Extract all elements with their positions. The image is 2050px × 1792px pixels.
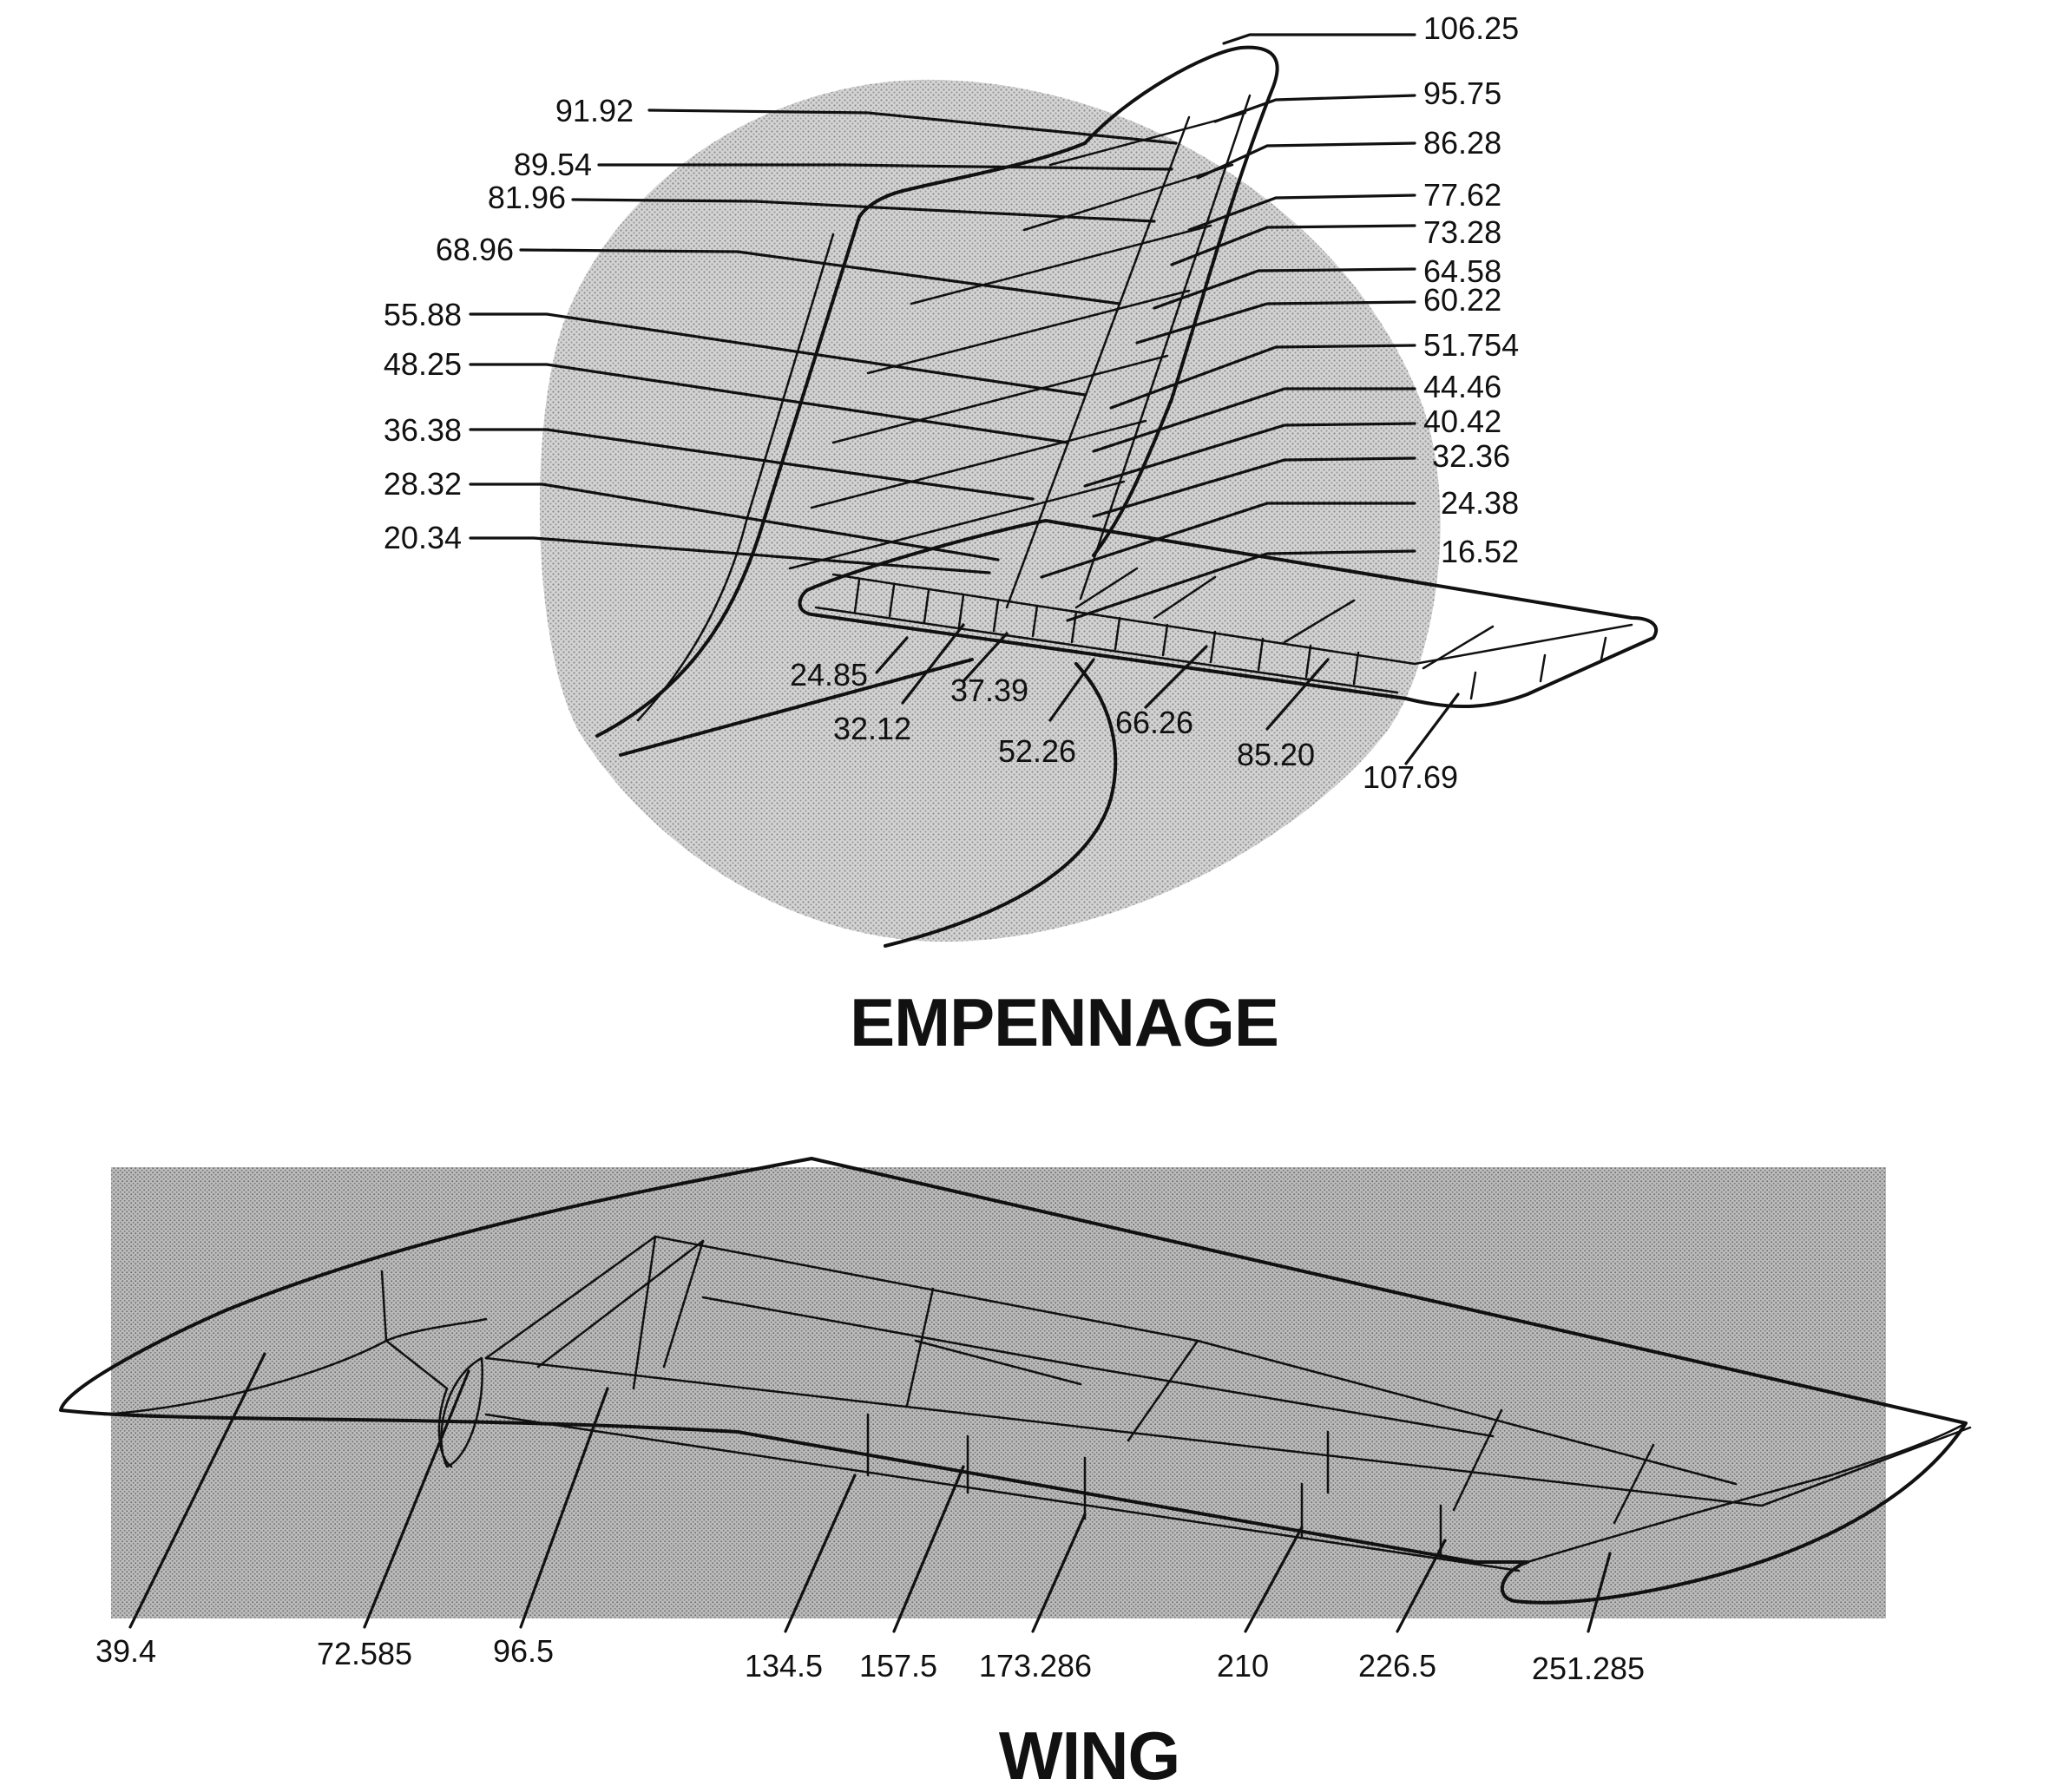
fin-spar: [1005, 115, 1191, 609]
fin-label-32-36: 32.36: [1432, 438, 1510, 474]
stab-label-52-26: 52.26: [998, 733, 1076, 769]
fin-label-64-58: 64.58: [1423, 253, 1501, 289]
fin-label-16-52: 16.52: [1441, 534, 1519, 569]
wing-label-96-5: 96.5: [493, 1633, 554, 1669]
wing-root-rib-ellipse: [440, 1356, 483, 1468]
wing-rear-spar: [484, 1413, 1521, 1572]
fin-label-36-38: 36.38: [384, 412, 462, 448]
fin-label-44-46: 44.46: [1423, 369, 1501, 404]
wing-label-173-286: 173.286: [979, 1648, 1092, 1684]
wing-label-72-585: 72.585: [317, 1636, 412, 1671]
fin-label-68-96: 68.96: [436, 232, 514, 267]
stab-label-24-85: 24.85: [790, 657, 868, 693]
wing-tip-panel: [1526, 1421, 1968, 1564]
wing-front-spar: [484, 1356, 1972, 1507]
wing-label-157-5: 157.5: [859, 1648, 937, 1684]
fin-outline: [595, 45, 1279, 738]
fin-label-48-25: 48.25: [384, 346, 462, 382]
fin-label-60-22: 60.22: [1423, 282, 1501, 318]
stab-label-107-69: 107.69: [1363, 759, 1458, 795]
stabilizer-labels: 24.85 37.39 32.12 52.26 66.26 85.20 107.…: [790, 657, 1458, 795]
stabilizer-leaders: [875, 623, 1460, 765]
wing-leaders: [128, 1352, 1612, 1633]
stab-label-37-39: 37.39: [950, 673, 1028, 708]
wing-label-210: 210: [1217, 1648, 1269, 1684]
fin-label-40-42: 40.42: [1423, 404, 1501, 439]
fin-rear-spar: [1079, 94, 1252, 601]
stabilizer-rear-spar: [814, 606, 1399, 694]
fin-label-51-754: 51.754: [1423, 327, 1519, 363]
wing-root-line: [102, 1317, 488, 1416]
wing-background: [111, 1167, 1886, 1618]
fin-label-73-28: 73.28: [1423, 214, 1501, 250]
empennage-background-disc: [539, 79, 1441, 942]
fin-label-24-38: 24.38: [1441, 485, 1519, 521]
fin-label-81-96: 81.96: [488, 180, 566, 215]
stabilizer-front-spar: [831, 573, 1633, 666]
stab-label-32-12: 32.12: [833, 711, 911, 746]
wing-title: WING: [999, 1717, 1179, 1788]
empennage-labels-left: 91.92 89.54 81.96 68.96 55.88 48.25 36.3…: [384, 93, 634, 555]
wing-label-226-5: 226.5: [1358, 1648, 1436, 1684]
stab-label-85-20: 85.20: [1237, 737, 1315, 772]
fin-label-91-92: 91.92: [555, 93, 634, 128]
fin-label-77-62: 77.62: [1423, 177, 1501, 213]
wing-root-rib: [380, 1270, 453, 1468]
fin-label-28-32: 28.32: [384, 466, 462, 502]
empennage-title: EMPENNAGE: [850, 984, 1278, 1060]
wing-illustration: [59, 1157, 1972, 1618]
wing-label-39-4: 39.4: [95, 1633, 156, 1669]
fin-leading-edge: [636, 233, 835, 722]
fin-label-55-88: 55.88: [384, 297, 462, 332]
fin-label-20-34: 20.34: [384, 520, 462, 555]
fuselage-lower-line: [619, 658, 974, 757]
wing-label-134-5: 134.5: [745, 1648, 823, 1684]
wing-outline: [59, 1157, 1968, 1605]
empennage-leaders-right: [1040, 33, 1416, 622]
wing-label-251-285: 251.285: [1532, 1651, 1645, 1686]
wing-labels: 39.4 72.585 96.5 134.5 157.5 173.286 210…: [95, 1633, 1645, 1686]
fin-label-89-54: 89.54: [514, 147, 592, 182]
fin-label-86-28: 86.28: [1423, 125, 1501, 161]
fuselage-curve: [884, 662, 1118, 948]
empennage-leaders-left: [469, 108, 1178, 574]
fin-label-95-75: 95.75: [1423, 75, 1501, 111]
fin-ribs: [788, 111, 1247, 570]
empennage-labels-right: 106.25 95.75 86.28 77.62 73.28 64.58 60.…: [1423, 10, 1519, 569]
stab-label-66-26: 66.26: [1115, 705, 1193, 740]
fin-label-106-25: 106.25: [1423, 10, 1519, 46]
wing-spar-mid: [701, 1296, 1495, 1438]
